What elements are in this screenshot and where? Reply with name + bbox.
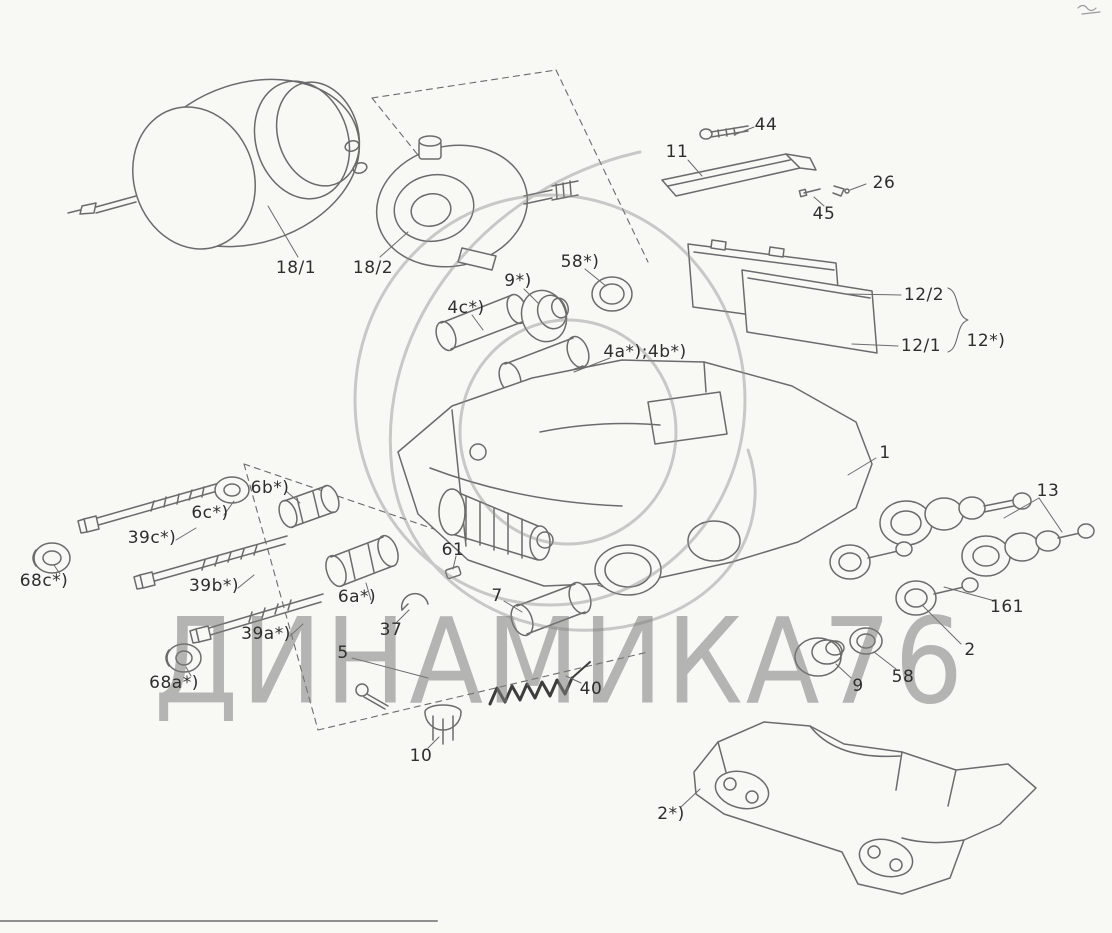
guide-bolt-39a [189, 593, 324, 644]
pin-61 [444, 565, 462, 580]
screw-5 [355, 683, 389, 710]
guide-sleeve-4c [435, 293, 528, 352]
guide-bolt-39b [133, 535, 288, 590]
sleeve-7 [510, 581, 592, 637]
brake-pad-12-1 [741, 269, 878, 354]
tappet-161-2 [895, 577, 979, 616]
guide-bolt-39c [77, 481, 224, 534]
bushing-6a [325, 534, 399, 588]
leader-lines [53, 126, 1063, 808]
spring-40 [488, 661, 591, 706]
washer-6c [214, 476, 250, 504]
brake-carrier-2 [693, 721, 1037, 895]
tappet-boot-13-1 [879, 492, 1032, 546]
watermark-swirl-icon [353, 150, 757, 632]
tappet-161-1 [829, 541, 913, 580]
brake-chamber-18-1 [67, 78, 368, 250]
bushing-6b [278, 484, 340, 529]
pads-group-bracket-12 [947, 287, 969, 353]
clip-26 [832, 185, 850, 197]
retainer-pin-45 [798, 188, 821, 198]
pad-retainer-11 [661, 153, 817, 197]
cap-68a [165, 643, 202, 673]
corner-marks [1077, 4, 1101, 15]
cap-10 [424, 704, 462, 745]
caliper-body-1 [397, 359, 873, 596]
boot-9-lower [794, 637, 845, 677]
seal-37 [400, 592, 429, 611]
boot-9-upper [520, 289, 570, 343]
tappet-boot-13-2 [961, 523, 1095, 577]
ring-58-lower [849, 627, 883, 655]
diaphragm-unit-18-2 [375, 135, 579, 271]
ring-58-upper [591, 276, 633, 312]
cap-68c [32, 542, 71, 574]
